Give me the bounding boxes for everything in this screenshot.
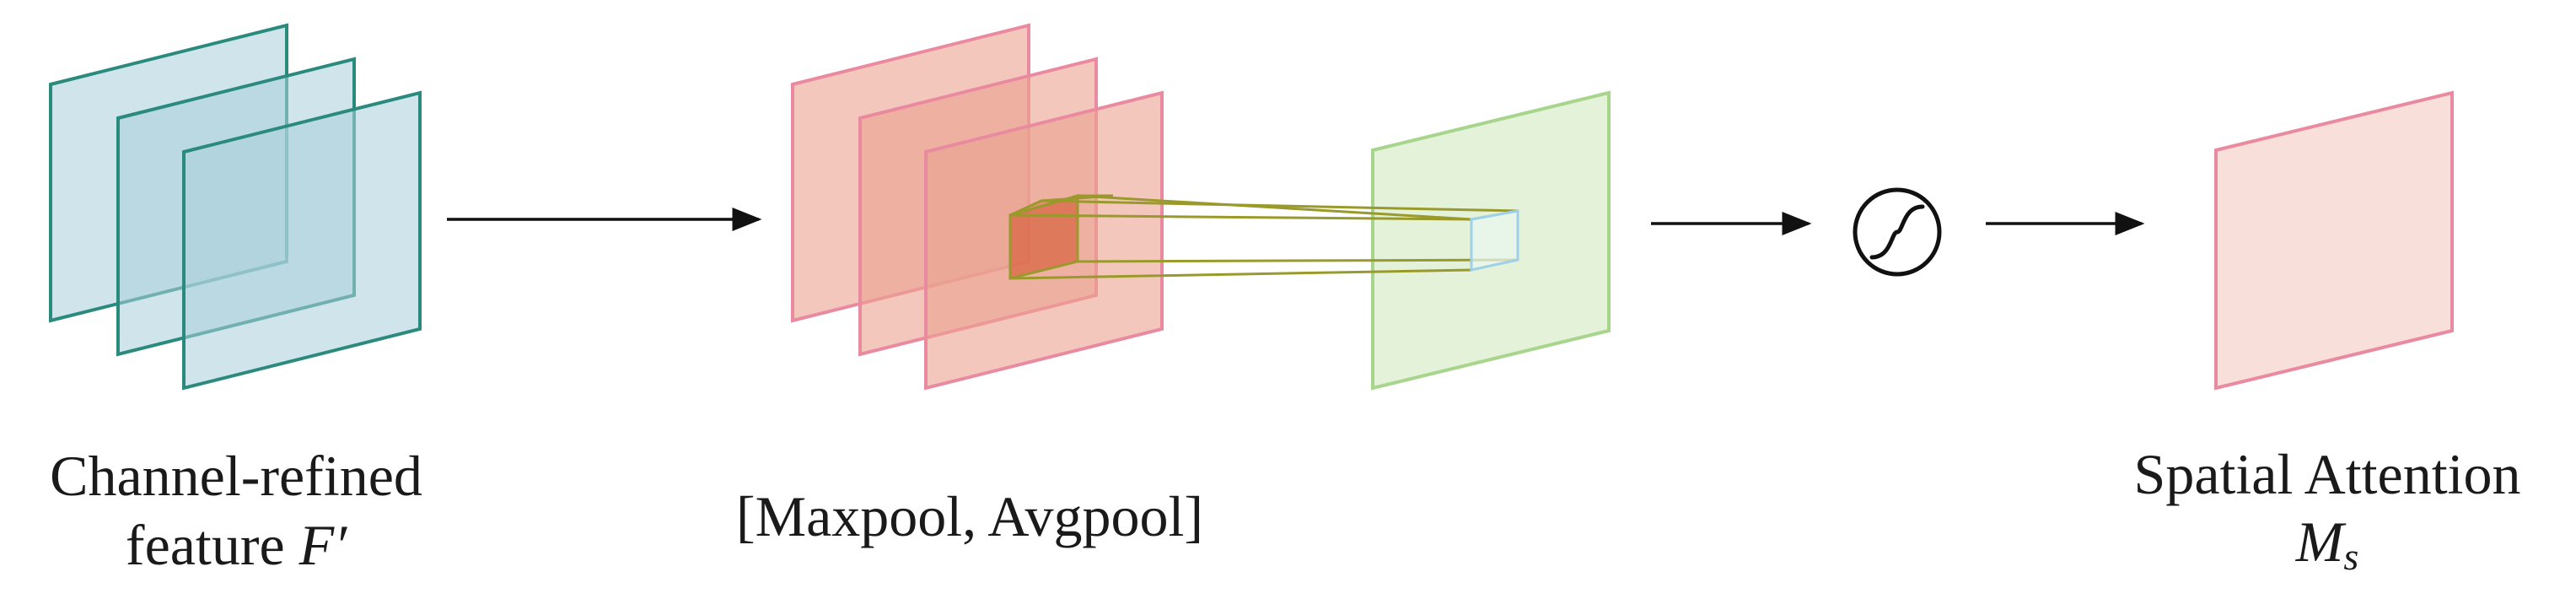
output-label-line1: Spatial Attention bbox=[2133, 442, 2521, 506]
kernel-projection-line bbox=[1077, 258, 1519, 263]
output-symbol: M bbox=[2295, 510, 2344, 574]
kernel-projection-line bbox=[1041, 199, 1519, 213]
kernel-target-edge bbox=[1471, 209, 1519, 221]
input-label-line1: Channel-refined bbox=[50, 444, 422, 508]
pool-label-text: [Maxpool, Avgpool] bbox=[735, 484, 1204, 548]
kernel-projection-line bbox=[1009, 268, 1472, 280]
output-subscript: s bbox=[2343, 535, 2359, 578]
input-feature-stack bbox=[49, 23, 422, 391]
input-plane-3 bbox=[182, 90, 422, 391]
output-attention-label: Spatial Attention Ms bbox=[2091, 445, 2563, 576]
conv-kernel bbox=[1008, 194, 1519, 280]
sigmoid-icon bbox=[1853, 187, 1942, 277]
input-feature-label: Channel-refined feature F′ bbox=[17, 447, 455, 574]
pooled-feature-stack bbox=[791, 23, 1164, 391]
kernel-projection-line bbox=[1009, 213, 1472, 221]
pool-label: [Maxpool, Avgpool] bbox=[675, 488, 1265, 545]
output-label-line2: Ms bbox=[2091, 513, 2563, 576]
kernel-target-cell bbox=[1470, 209, 1519, 272]
input-label-prefix: feature bbox=[125, 513, 299, 577]
output-attention-plane bbox=[2214, 90, 2454, 391]
input-label-line2: feature F′ bbox=[17, 516, 455, 574]
input-symbol: F′ bbox=[298, 513, 347, 577]
kernel-projection-line bbox=[1077, 194, 1472, 221]
